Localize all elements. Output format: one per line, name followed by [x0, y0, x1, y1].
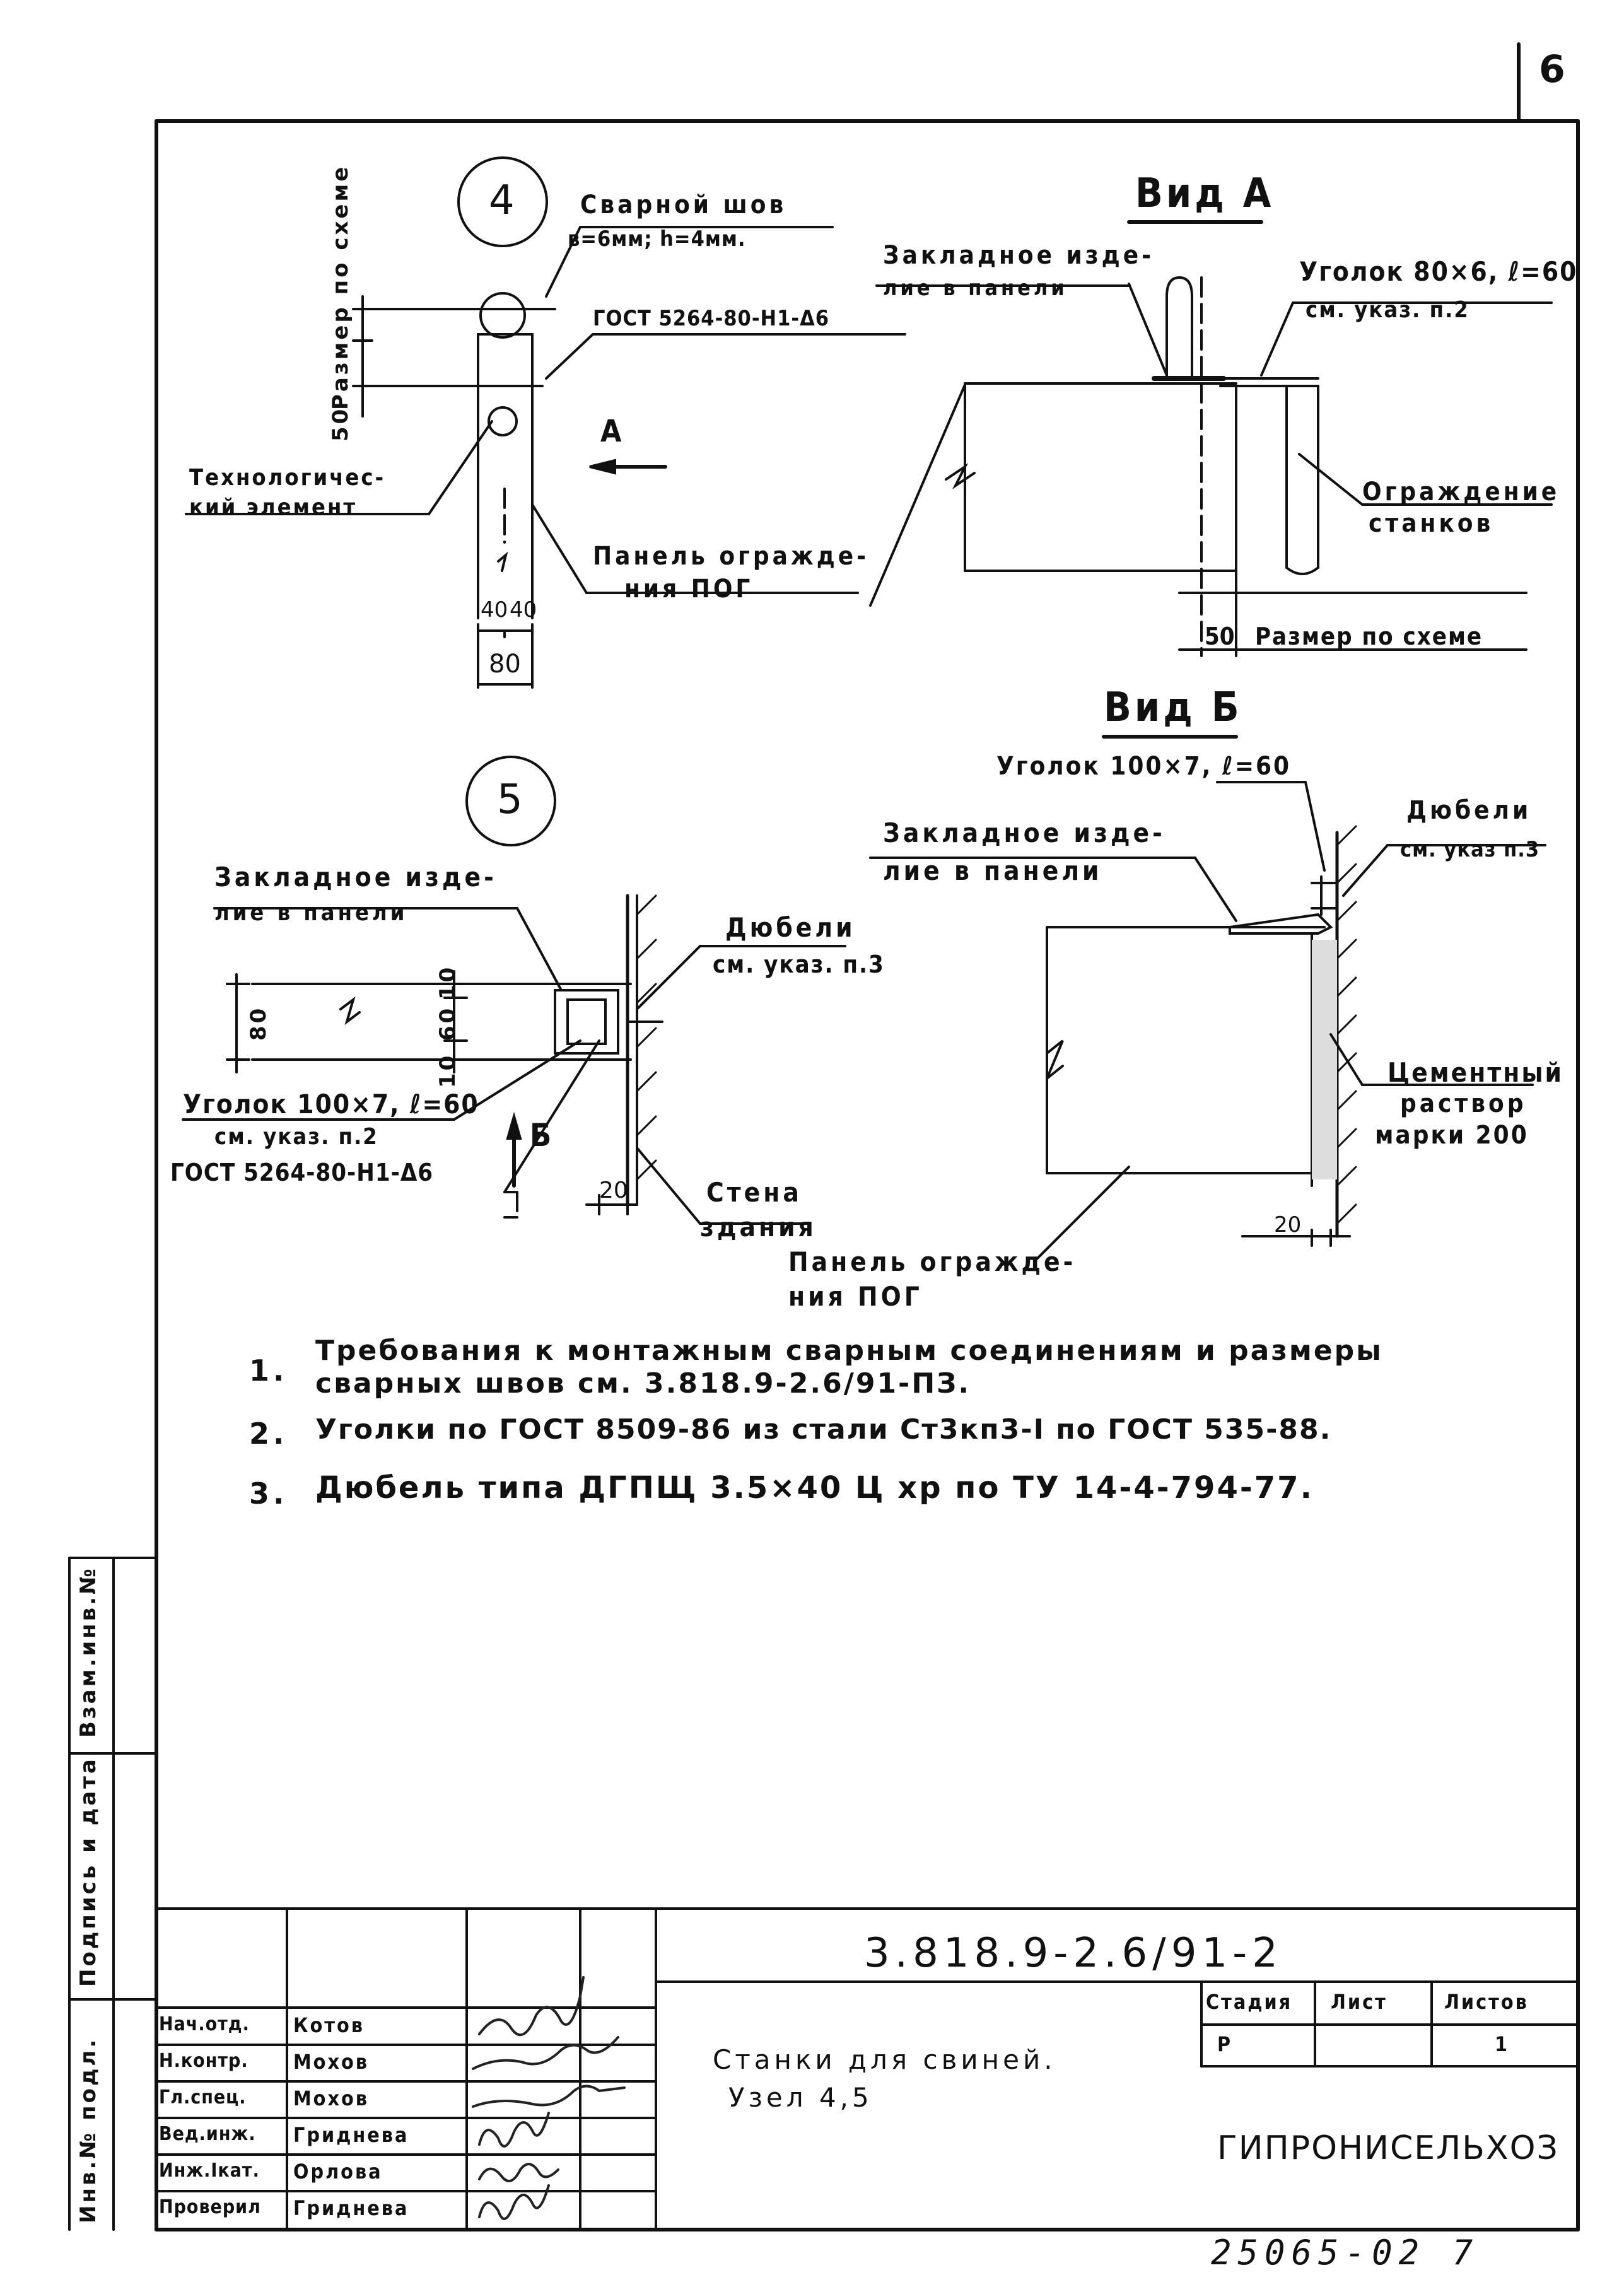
signer-role: Нач.отд. [159, 2013, 250, 2035]
note-2-number: 2. [249, 1417, 288, 1451]
signer-role: Вед.инж. [159, 2123, 256, 2145]
archive-number: 25065-02 7 [1211, 2233, 1480, 2272]
node5-drawing [182, 756, 846, 1225]
signature [472, 2085, 626, 2108]
signer-role: Инж.Iкат. [159, 2160, 260, 2182]
sheet-frame [155, 42, 1580, 2231]
node5-angle-2: см. указ. п.2 [214, 1124, 378, 1150]
stage-header: Стадия [1206, 1990, 1293, 2014]
node5-dim-20: 20 [599, 1178, 628, 1203]
view-b-panel-2: ния ПОГ [788, 1281, 923, 1312]
drawing-title-line-1: Станки для свиней. [713, 2044, 1056, 2075]
node4-dim-40a: 40 [481, 597, 508, 623]
signer-name: Мохов [293, 2086, 369, 2110]
signature [472, 2036, 619, 2070]
signer-name: Гриднева [293, 2196, 409, 2220]
node4-tech-label-2: кий элемент [189, 494, 358, 520]
node5-arrow-b-label: Б [530, 1117, 555, 1154]
node4-dim-40b: 40 [510, 597, 537, 623]
signer-name: Гриднева [293, 2123, 409, 2147]
sheets-header: Листов [1444, 1990, 1529, 2014]
signature [478, 1976, 585, 2037]
view-b-dim-20: 20 [1274, 1212, 1302, 1237]
view-b-dowel-2: см. указ п.3 [1400, 837, 1540, 862]
note-1-line-1: Требования к монтажным сварным соединени… [315, 1335, 1383, 1367]
doc-code: 3.818.9-2.6/91-2 [864, 1930, 1283, 1977]
view-b-panel-1: Панель огражде- [788, 1246, 1077, 1277]
view-b-cement-1: Цементный [1387, 1057, 1563, 1088]
node4-tech-label-1: Технологичес- [189, 465, 386, 491]
signer-name: Котов [293, 2013, 365, 2037]
node5-embed-2: лие в панели [214, 900, 408, 926]
node5-dowel-2: см. указ. п.3 [713, 950, 885, 978]
note-2-line-1: Уголки по ГОСТ 8509-86 из стали Ст3кп3-I… [315, 1413, 1332, 1446]
node4-weld-size: в=6мм; h=4мм. [568, 226, 746, 252]
node5-gost: ГОСТ 5264-80-Н1-Δ6 [170, 1159, 434, 1186]
signer-name: Мохов [293, 2050, 369, 2074]
node5-angle-1: Уголок 100×7, ℓ=60 [183, 1089, 479, 1120]
view-b-title: Вид Б [1104, 684, 1242, 731]
node4-weld-label: Сварной шов [580, 190, 787, 219]
node4-arrow-a-label: А [600, 414, 625, 449]
view-a-dim-50: 50 [1205, 623, 1235, 650]
page-number: 6 [1539, 47, 1565, 91]
stage-value: Р [1217, 2032, 1233, 2056]
view-b-embed-1: Закладное изде- [883, 817, 1165, 848]
view-b-embed-2: лие в панели [883, 855, 1102, 886]
signer-role: Н.контр. [159, 2050, 248, 2072]
view-b-angle: Уголок 100×7, ℓ=60 [996, 752, 1292, 781]
view-b-cement-3: марки 200 [1375, 1121, 1529, 1150]
note-3-number: 3. [249, 1477, 288, 1511]
signer-role: Гл.спец. [159, 2086, 247, 2109]
view-a-fence-1: Ограждение [1362, 477, 1560, 506]
view-a-embed-2: лие в панели [883, 276, 1068, 301]
node4-panel-label-2: ния ПОГ [624, 575, 754, 604]
sheets-value: 1 [1495, 2032, 1510, 2056]
signature [478, 2184, 550, 2220]
note-1-line-2: сварных швов см. 3.818.9-2.6/91-ПЗ. [315, 1367, 971, 1400]
signature [478, 2112, 550, 2148]
signer-name: Орлова [293, 2160, 383, 2184]
signature [478, 2163, 559, 2182]
node5-circle-number: 5 [497, 776, 523, 823]
view-a-angle-1: Уголок 80×6, ℓ=60 [1299, 256, 1578, 287]
organization-name: ГИПРОНИСЕЛЬХОЗ [1217, 2129, 1559, 2167]
view-a-title: Вид А [1135, 170, 1275, 217]
sheet-header: Лист [1331, 1990, 1387, 2014]
node4-panel-label-1: Панель огражде- [593, 542, 870, 571]
node5-wall-2: здания [700, 1212, 817, 1243]
note-1-number: 1. [249, 1354, 288, 1388]
node4-gost: ГОСТ 5264-80-Н1-Δ6 [593, 306, 830, 331]
note-3-line-1: Дюбель типа ДГПЩ 3.5×40 Ц хр по ТУ 14-4-… [315, 1470, 1314, 1506]
node4-circle-number: 4 [489, 177, 515, 224]
view-a-drawing [869, 220, 1553, 657]
node4-drawing [185, 156, 906, 689]
view-b-dowel-1: Дюбели [1406, 796, 1532, 825]
title-block-lines [155, 1907, 1579, 2231]
view-a-dim-label: Размер по схеме [1255, 623, 1483, 650]
node5-wall-1: Стена [706, 1177, 802, 1208]
view-a-angle-2: см. указ. п.2 [1306, 297, 1469, 323]
drawing-title-line-2: Узел 4,5 [728, 2082, 873, 2113]
signer-role: Проверил [159, 2196, 261, 2218]
view-b-drawing [869, 735, 1546, 1263]
side-stamp-lines [68, 1557, 158, 2231]
view-a-fence-2: станков [1369, 509, 1494, 538]
node5-embed-1: Закладное изде- [214, 862, 497, 892]
view-b-cement-2: раствор [1400, 1089, 1527, 1118]
node5-dowel-1: Дюбели [725, 912, 856, 943]
view-a-embed-1: Закладное изде- [883, 241, 1155, 270]
node4-dim-80: 80 [489, 650, 521, 679]
